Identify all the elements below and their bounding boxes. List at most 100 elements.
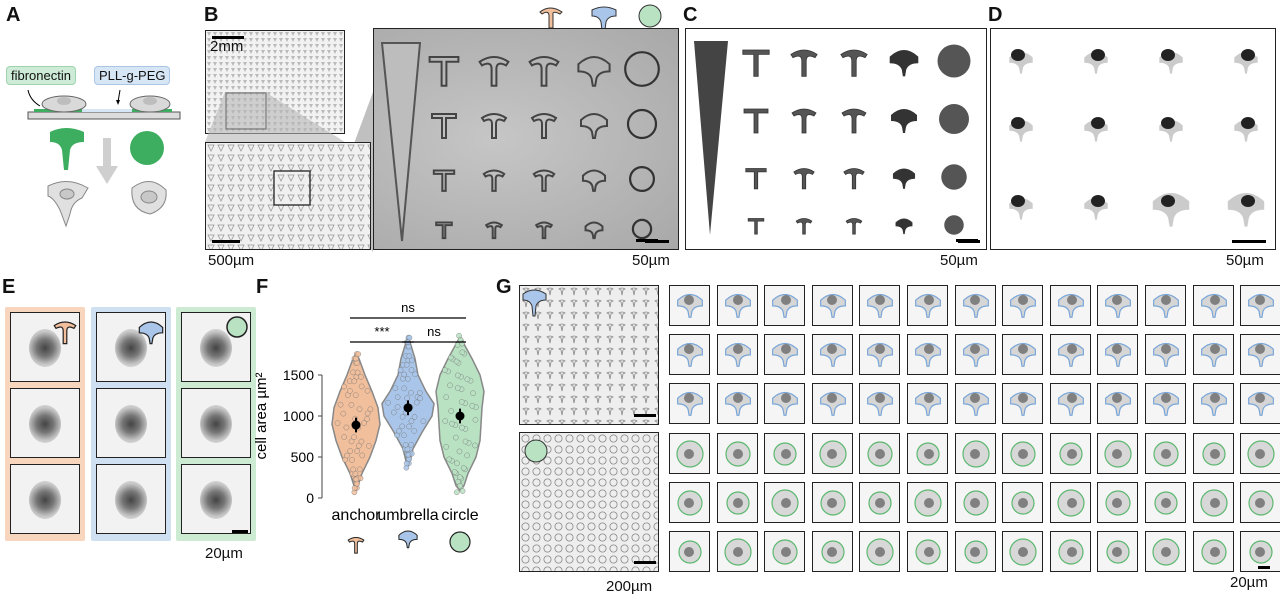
data-point — [406, 423, 412, 430]
data-point — [464, 376, 471, 383]
cell-tile — [1240, 285, 1280, 326]
data-point — [347, 448, 354, 454]
y-axis-label: cell area µm² — [253, 372, 270, 459]
scale-200um-label: 200µm — [606, 578, 653, 595]
cell-tile — [1240, 383, 1280, 424]
data-point — [420, 418, 427, 425]
stained-circle — [944, 215, 964, 235]
fluorescent-cell — [1084, 49, 1108, 74]
cell-tile — [954, 433, 996, 474]
cell-tile — [764, 482, 806, 523]
fluorescent-cell — [1227, 193, 1265, 227]
data-point — [448, 408, 455, 414]
data-point — [406, 353, 413, 359]
data-point — [472, 442, 478, 449]
data-point — [405, 451, 412, 458]
cell-tile — [764, 531, 806, 572]
cell-tile — [716, 482, 758, 523]
data-point — [459, 349, 466, 356]
data-point — [446, 456, 453, 463]
data-point — [397, 367, 404, 373]
cell-tile — [1002, 433, 1044, 474]
cell-tile — [859, 531, 901, 572]
data-point — [456, 448, 463, 455]
cell-image-tile — [10, 464, 80, 534]
data-point — [394, 394, 401, 401]
data-point — [408, 367, 415, 373]
cell-image-tile — [181, 312, 251, 382]
data-point — [354, 369, 361, 376]
cell-tile — [859, 433, 901, 474]
anchor-icon — [347, 537, 365, 554]
cell-image-tile — [181, 388, 251, 458]
cell-tile — [1049, 285, 1091, 326]
data-point — [402, 442, 409, 448]
data-point — [353, 476, 360, 483]
data-point — [408, 418, 415, 424]
data-point — [472, 416, 479, 423]
y-tick-label: 1500 — [283, 367, 314, 383]
fluorescent-cell — [1084, 195, 1108, 220]
cell-tile — [811, 531, 853, 572]
panel-g-circle-array-image — [519, 432, 659, 572]
pattern-shape — [532, 169, 556, 192]
data-point — [453, 358, 460, 365]
panel-label-d: D — [988, 4, 1003, 26]
data-point — [443, 394, 450, 401]
data-point — [395, 428, 402, 434]
pattern-shape — [428, 56, 460, 87]
pattern-shape — [584, 221, 604, 240]
mean-circle — [455, 411, 465, 421]
data-point — [413, 399, 420, 406]
scale-50um-b-label: 50µm — [632, 252, 670, 269]
umbrella-icon — [591, 6, 617, 31]
cell-tile — [669, 334, 710, 375]
data-point — [349, 457, 355, 463]
pattern-shape — [581, 169, 607, 192]
circle-icon — [226, 316, 248, 338]
panel-label-a: A — [6, 4, 21, 26]
scalebar-50um-d — [1232, 240, 1266, 243]
data-point — [352, 392, 359, 399]
pattern-circle — [624, 51, 660, 87]
umbrella-icon — [522, 289, 547, 317]
data-point — [416, 389, 423, 396]
cell-image-tile — [96, 388, 166, 458]
data-point — [365, 442, 372, 449]
cell-tile — [1145, 531, 1186, 572]
data-point — [459, 424, 465, 431]
cell-tile — [1049, 433, 1091, 474]
fluorescent-cell — [1234, 117, 1258, 142]
cell-tile — [764, 433, 806, 474]
mean-umbrella — [403, 403, 413, 413]
cell-tile — [669, 531, 710, 572]
pattern-shape — [577, 56, 611, 87]
cell-tile — [1097, 285, 1139, 326]
data-point — [394, 404, 401, 410]
data-point — [364, 415, 370, 422]
data-point — [460, 465, 467, 471]
cell-tile — [716, 285, 758, 326]
data-point — [334, 420, 341, 427]
stained-shape — [747, 218, 765, 235]
cell-tile — [669, 482, 710, 523]
data-point — [358, 373, 364, 380]
data-point — [364, 387, 371, 394]
data-point — [408, 357, 415, 364]
data-point — [401, 432, 407, 439]
stained-shape — [745, 168, 767, 190]
cell-tile — [669, 433, 710, 474]
cell-tile — [811, 482, 853, 523]
pattern-shape — [432, 169, 456, 192]
cell-tile — [1002, 285, 1044, 326]
scalebar-2mm — [212, 36, 244, 39]
fluorescent-cell — [1009, 117, 1033, 142]
cell-tile — [716, 433, 758, 474]
stained-shape — [845, 218, 863, 235]
fluorescent-cell — [1159, 49, 1183, 74]
data-point — [356, 442, 362, 449]
stained-umbrella — [891, 109, 917, 133]
scale-20um-g-label: 20µm — [1230, 574, 1268, 591]
cell-tile — [1145, 285, 1186, 326]
cell-tile — [1145, 482, 1186, 523]
